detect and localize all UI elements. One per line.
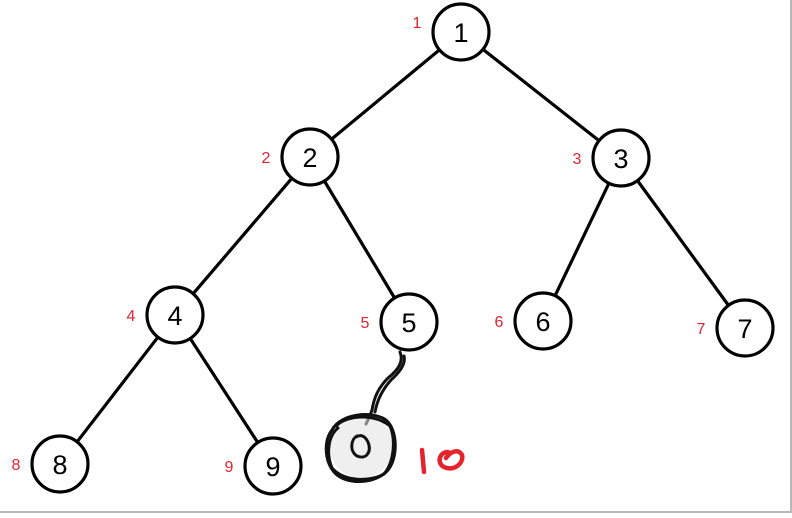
node-value-label: 5 [401, 308, 416, 338]
node-value-label: 4 [167, 301, 182, 331]
handwritten-edge-overstroke [373, 354, 406, 414]
tree-node-4: 44 [127, 285, 205, 345]
tree-node-9: 99 [225, 436, 303, 496]
tree-node-2: 22 [262, 127, 340, 187]
node-index-label: 3 [573, 151, 582, 168]
node-index-label: 2 [262, 150, 271, 167]
node-value-label: 3 [613, 144, 628, 174]
edge-1-2 [329, 48, 442, 141]
node-value-label: 7 [737, 314, 752, 344]
node-index-label: 6 [495, 314, 504, 331]
node-circle [243, 436, 303, 496]
edge-4-8 [75, 335, 160, 444]
node-value-label: 6 [535, 307, 550, 337]
node-circle [591, 128, 651, 188]
node-value-label: 1 [453, 18, 468, 48]
node-circle [145, 285, 205, 345]
tree-node-6: 66 [495, 291, 573, 351]
node-circle [513, 291, 573, 351]
node-value-label: 8 [52, 450, 67, 480]
node-index-label: 5 [361, 315, 370, 332]
tree-node-7: 77 [697, 298, 775, 358]
node-circle [379, 292, 439, 352]
node-value-label: 9 [265, 452, 280, 482]
handwritten-index-mark [419, 447, 465, 475]
node-index-label: 9 [225, 459, 234, 476]
node-index-label: 4 [127, 308, 136, 325]
node-circle [431, 2, 491, 62]
edges-layer [75, 47, 731, 445]
node-value-label: 2 [302, 143, 317, 173]
tree-node-8: 88 [12, 434, 90, 494]
edge-2-5 [322, 179, 397, 300]
edge-4-9 [188, 336, 260, 445]
edge-3-6 [553, 181, 611, 298]
node-circle [280, 127, 340, 187]
edge-2-4 [191, 176, 294, 296]
node-index-label: 1 [413, 15, 422, 32]
tree-node-3: 33 [573, 128, 651, 188]
node-index-label: 8 [12, 457, 21, 474]
edge-3-7 [635, 179, 731, 307]
handwritten-node [324, 413, 397, 484]
tree-node-5: 55 [361, 292, 439, 352]
node-index-label: 7 [697, 321, 706, 338]
node-circle [30, 434, 90, 494]
edge-1-3 [481, 47, 601, 143]
tree-node-1: 11 [413, 2, 491, 62]
node-circle [715, 298, 775, 358]
